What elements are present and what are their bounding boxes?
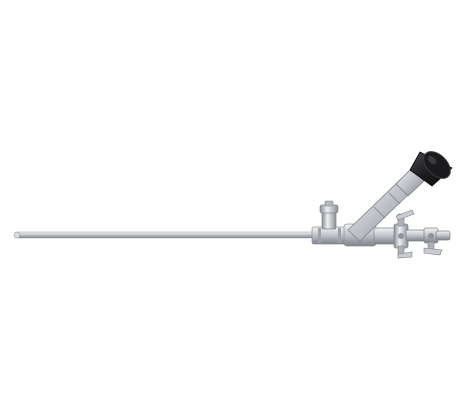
eyecup [409,151,453,187]
light-post [319,200,339,230]
stopcock-levers [395,209,443,259]
valve-assembly [373,223,451,249]
endoscope-shaft [13,231,317,239]
